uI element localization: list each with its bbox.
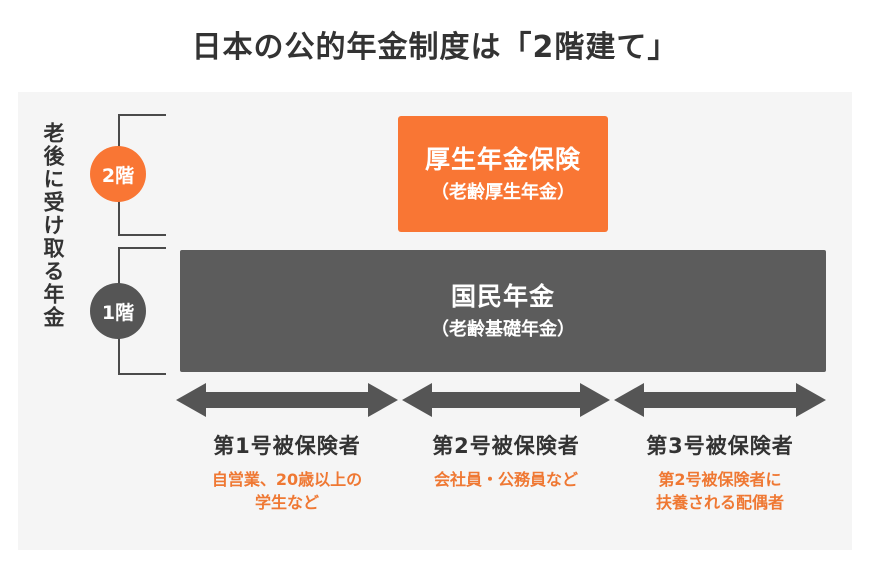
tier-badge-2: 2階 [90, 146, 146, 202]
insured-category-2-desc: 会社員・公務員など [402, 468, 610, 491]
insured-category-1-desc-line1: 自営業、20歳以上の [211, 470, 363, 489]
double-headed-arrow-icon [402, 383, 610, 417]
insured-category-3-desc-line2: 扶養される配偶者 [655, 493, 784, 512]
arrow-range-1 [176, 381, 398, 419]
insured-category-1-desc-line2: 学生など [254, 493, 319, 512]
double-headed-arrow-icon [614, 383, 826, 417]
double-headed-arrow-icon [176, 383, 398, 417]
arrow-range-2 [402, 381, 610, 419]
insured-category-2: 第2号被保険者 会社員・公務員など [402, 432, 610, 491]
arrow-range-3 [614, 381, 826, 419]
national-pension-title: 国民年金 [450, 281, 555, 311]
insured-category-3: 第3号被保険者 第2号被保険者に 扶養される配偶者 [614, 432, 826, 514]
employees-pension-box: 厚生年金保険 （老齢厚生年金） [398, 116, 608, 232]
insured-category-1: 第1号被保険者 自営業、20歳以上の 学生など [176, 432, 398, 514]
employees-pension-subtitle: （老齢厚生年金） [431, 181, 575, 203]
vertical-axis-caption: 老後に受け取る年金 [41, 122, 65, 329]
insured-category-3-desc-line1: 第2号被保険者に [658, 470, 782, 489]
insured-category-1-desc: 自営業、20歳以上の 学生など [176, 468, 398, 514]
insured-category-3-title: 第3号被保険者 [646, 434, 794, 458]
national-pension-box: 国民年金 （老齢基礎年金） [180, 250, 826, 372]
insured-category-2-title: 第2号被保険者 [432, 434, 580, 458]
insured-category-3-desc: 第2号被保険者に 扶養される配偶者 [614, 468, 826, 514]
tier-badge-1: 1階 [90, 283, 146, 339]
insured-category-1-title: 第1号被保険者 [213, 434, 361, 458]
page-title: 日本の公的年金制度は「2階建て」 [191, 30, 679, 65]
national-pension-subtitle: （老齢基礎年金） [431, 318, 575, 340]
insured-category-2-desc-line1: 会社員・公務員など [433, 470, 578, 489]
employees-pension-title: 厚生年金保険 [424, 144, 581, 174]
